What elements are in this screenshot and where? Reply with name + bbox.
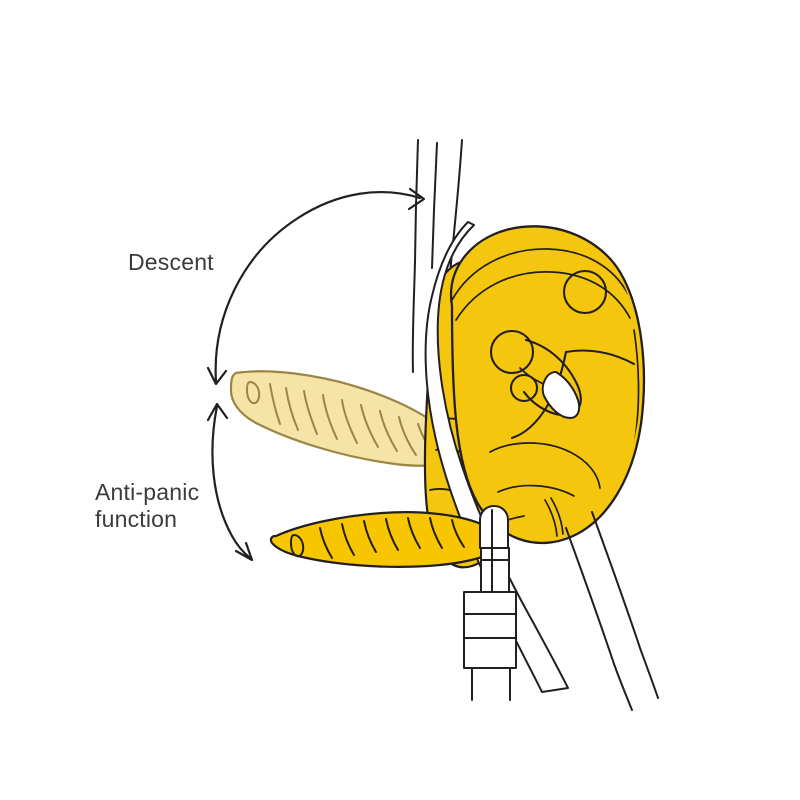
handle-raised-body xyxy=(229,370,458,467)
anti-panic-travel-arc xyxy=(206,402,254,562)
rope-cam-contact xyxy=(541,371,581,419)
handle-lowered-notch xyxy=(289,533,305,558)
device-cam-pivot xyxy=(489,329,535,375)
locking-carabiner xyxy=(463,505,517,701)
handle-raised-grip-ribs xyxy=(269,383,436,458)
descent-label: Descent xyxy=(128,249,214,275)
handle-lowered-grip-ribs xyxy=(319,517,465,559)
handle-lowered[interactable] xyxy=(269,511,525,568)
handle-raised[interactable] xyxy=(229,370,458,467)
descent-travel-arc xyxy=(206,187,426,386)
anti-panic-label-line1: Anti-panic xyxy=(95,479,199,505)
handle-raised-notch xyxy=(245,380,261,405)
device-attachment-hole xyxy=(562,269,608,315)
device-cam-lobe xyxy=(509,373,539,403)
anti-panic-label-line2: function xyxy=(95,506,177,532)
